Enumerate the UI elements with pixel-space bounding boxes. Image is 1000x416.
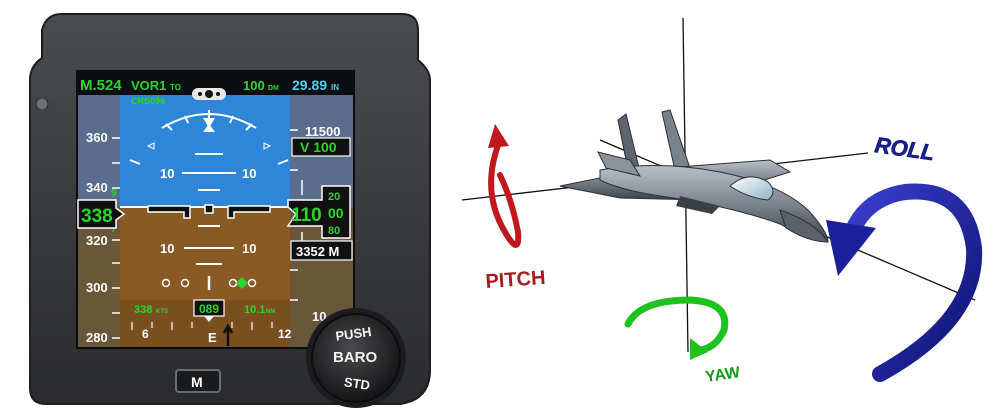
baro-knob-std: STD	[343, 374, 371, 392]
baro-unit: IN	[331, 83, 339, 92]
current-speed: 338	[81, 206, 113, 227]
altitude-label: 11500	[305, 124, 340, 139]
heading-readout: 089	[199, 302, 219, 316]
nav-source: VOR1	[131, 78, 166, 93]
mode-button-label: M	[191, 374, 203, 390]
speed-trend-bottom: 7	[111, 224, 117, 235]
bank-pointer	[203, 118, 215, 128]
minimums: 3352 M	[296, 244, 339, 259]
pitch-label-up-left: 10	[160, 166, 174, 181]
speed-label: 280	[86, 330, 108, 345]
pitch-arrow	[488, 124, 522, 248]
compass-label: 12	[278, 327, 292, 341]
mode-button[interactable]: M	[175, 369, 221, 393]
speed-label: 320	[86, 233, 108, 248]
speed-trend-top: 9	[111, 188, 117, 199]
jet-aircraft	[559, 109, 829, 243]
bank-scale	[129, 110, 289, 165]
aircraft-symbol	[147, 204, 271, 219]
vertical-speed: V 100	[300, 139, 337, 155]
baro-knob[interactable]: PUSH BARO STD	[306, 308, 406, 408]
altitude-roll-digit: 20	[328, 191, 340, 203]
distance-unit: NM	[266, 309, 275, 315]
mach-readout: M.524	[80, 77, 122, 94]
altitude-roll-digit: 00	[328, 205, 344, 221]
selected-heading-unit: KTS	[156, 309, 168, 315]
altitude-roll-digit: 80	[328, 225, 340, 237]
minimums-box	[290, 240, 353, 261]
pitch-label-down-right: 10	[242, 241, 256, 256]
baro-knob-baro: BARO	[333, 349, 377, 366]
compass-ticks	[131, 322, 273, 330]
current-altitude-box	[286, 185, 351, 239]
pitch-label: PITCH	[485, 267, 546, 293]
compass-label: E	[208, 330, 217, 345]
current-altitude: 110	[291, 205, 322, 226]
primary-flight-display: M.524 VOR1 TO CRS096 100 DM 29.89 IN	[29, 13, 431, 408]
current-speed-box	[77, 199, 126, 229]
pitch-label-up-right: 10	[242, 166, 256, 181]
speed-tape-labels: 360 340 320 300 280	[86, 130, 108, 345]
speed-label: 300	[86, 280, 108, 295]
deviation-diamond	[236, 277, 248, 289]
roll-arrow	[826, 183, 983, 382]
speed-label: 340	[86, 180, 108, 195]
bezel-screw	[35, 97, 49, 111]
speed-label: 360	[86, 130, 108, 145]
baro-setting: 29.89	[292, 77, 327, 93]
yaw-arrow	[624, 296, 729, 360]
distance-readout: 10.1	[244, 304, 265, 316]
selected-altitude-unit: DM	[268, 85, 279, 92]
selected-heading: 338	[134, 304, 152, 316]
baro-knob-push: PUSH	[335, 324, 373, 344]
lateral-deviation	[161, 276, 257, 290]
yaw-label: YAW	[704, 364, 742, 386]
altitude-label-lower: 10	[312, 309, 326, 324]
course-readout: CRS096	[131, 96, 165, 106]
pitch-label-down-left: 10	[160, 241, 174, 256]
roll-label: ROLL	[873, 132, 936, 165]
course-pointer	[222, 323, 234, 346]
aircraft-axes-diagram: PITCH YAW ROLL	[461, 17, 983, 386]
pitch-ladder	[182, 153, 236, 265]
selected-altitude-top: 100	[243, 78, 265, 93]
compass-label: 6	[142, 327, 149, 341]
nav-to: TO	[170, 83, 181, 92]
vertical-speed-box	[291, 137, 351, 157]
